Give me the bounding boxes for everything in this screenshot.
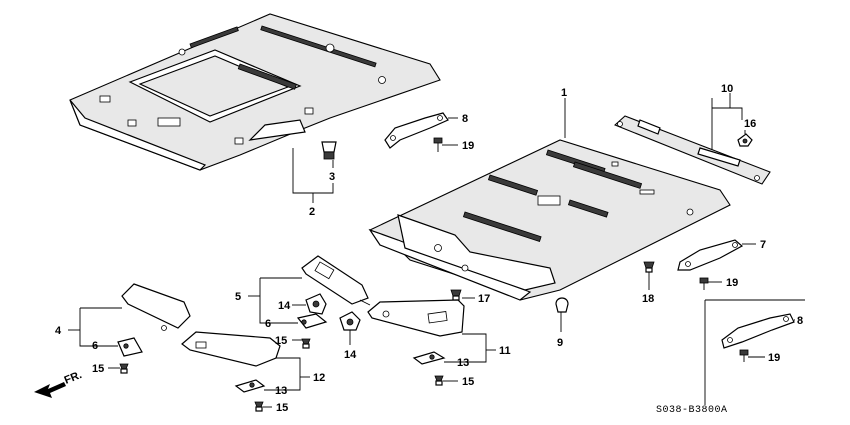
callout-7: 7 xyxy=(760,239,766,251)
sun-visor-right-lower xyxy=(367,299,465,337)
screw-15b xyxy=(119,363,129,374)
callout-13a: 13 xyxy=(275,385,287,397)
callout-6b: 6 xyxy=(265,318,271,330)
sun-visor-left-upper xyxy=(121,283,191,331)
headliner-sunroof xyxy=(69,13,441,171)
screw-15a xyxy=(301,338,311,349)
inset-box xyxy=(704,299,805,405)
callout-8a: 8 xyxy=(462,113,468,125)
callout-9: 9 xyxy=(557,337,563,349)
grab-handle-inset xyxy=(721,313,795,349)
callout-6a: 6 xyxy=(92,340,98,352)
callout-5: 5 xyxy=(235,291,241,303)
front-direction-arrow xyxy=(34,382,66,398)
callout-2: 2 xyxy=(309,206,315,218)
visor-bracket-6a xyxy=(296,313,328,329)
visor-bracket-13a xyxy=(234,379,266,393)
clip-3 xyxy=(321,141,337,160)
callout-10: 10 xyxy=(721,83,733,95)
screw-19-right xyxy=(699,277,709,290)
sun-visor-left-lower xyxy=(181,331,281,367)
visor-holder-14b xyxy=(339,311,361,331)
sun-visor-right-upper xyxy=(301,255,371,306)
screw-19-inset xyxy=(739,349,749,362)
callout-3: 3 xyxy=(329,171,335,183)
grab-handle-right xyxy=(677,239,744,271)
callout-14a: 14 xyxy=(278,300,291,312)
callout-14b: 14 xyxy=(344,349,357,361)
screw-15d xyxy=(434,375,444,386)
callout-11: 11 xyxy=(499,345,511,357)
leader-lines xyxy=(68,93,795,408)
callout-16: 16 xyxy=(744,118,756,130)
callout-15b: 15 xyxy=(92,363,104,375)
front-marker-label: FR. xyxy=(63,369,84,387)
callout-19a: 19 xyxy=(462,140,474,152)
rail-clip xyxy=(737,133,753,147)
visor-bracket-13b xyxy=(412,351,446,365)
screw-15c xyxy=(254,401,264,412)
callout-12: 12 xyxy=(313,372,325,384)
clip-9 xyxy=(555,297,569,313)
screw-17 xyxy=(450,289,462,301)
screw-18 xyxy=(643,261,655,273)
grab-handle-upper xyxy=(384,112,449,149)
callout-15a: 15 xyxy=(275,335,287,347)
visor-bracket-6b xyxy=(117,337,143,357)
drawing-code: S038-B3800A xyxy=(656,405,728,416)
callout-4: 4 xyxy=(55,325,62,337)
callout-19b: 19 xyxy=(726,277,738,289)
callout-1: 1 xyxy=(561,87,567,99)
callout-15d: 15 xyxy=(462,376,474,388)
screw-19-upper xyxy=(433,137,443,152)
callout-17: 17 xyxy=(478,293,490,305)
callout-18: 18 xyxy=(642,293,654,305)
callout-15c: 15 xyxy=(276,402,288,414)
callout-8b: 8 xyxy=(797,315,803,327)
callout-19c: 19 xyxy=(768,352,780,364)
headliner-plain xyxy=(368,139,731,301)
visor-holder-14a xyxy=(305,293,327,315)
roof-rail xyxy=(613,115,771,185)
callout-13b: 13 xyxy=(457,357,469,369)
